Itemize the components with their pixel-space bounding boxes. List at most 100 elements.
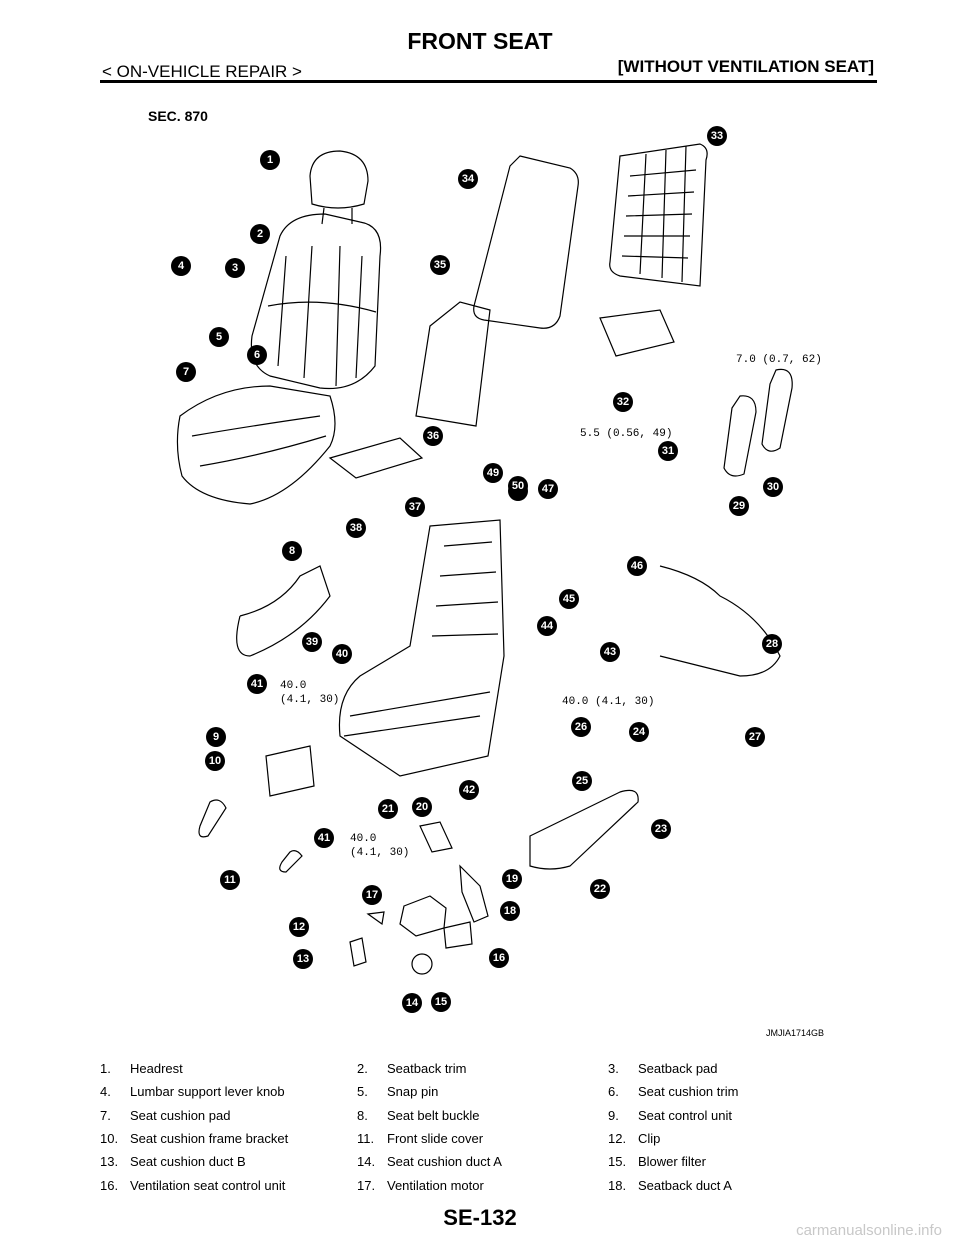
watermark: carmanualsonline.info: [796, 1222, 942, 1239]
back-frame-shape: [609, 143, 708, 287]
legend-item-name: Blower filter: [638, 1154, 706, 1170]
legend-item: 7.Seat cushion pad: [100, 1108, 357, 1123]
parts-legend: 1. Headrest 2. Seatback trim 3. Seatback pad 4…: [100, 1057, 870, 1197]
legend-item-name: Seatback trim: [387, 1061, 467, 1077]
control-unit-shape: [265, 745, 315, 797]
section-label: < ON-VEHICLE REPAIR >: [102, 62, 302, 81]
callout-17: 17: [362, 885, 382, 905]
callout-22: 22: [590, 879, 610, 899]
callout-47: 47: [538, 479, 558, 499]
legend-item-name: Seat control unit: [638, 1107, 732, 1123]
page-number: SE-132: [443, 1205, 517, 1230]
legend-item-name: Clip: [638, 1131, 661, 1147]
callout-27: 27: [745, 727, 765, 747]
legend-item: 8. Seat belt buckle: [357, 1108, 608, 1123]
legend-item-name: Seat cushion duct B: [130, 1154, 246, 1170]
legend-item-number: 18.: [608, 1177, 627, 1193]
callout-1: 1: [260, 150, 280, 170]
legend-item: 15. Blower filter: [608, 1154, 870, 1169]
callout-34: 34: [458, 169, 478, 189]
legend-item-number: 1.: [100, 1061, 111, 1077]
callout-6: 6: [247, 345, 267, 365]
legend-item: 17.Ventilation motor: [357, 1178, 608, 1193]
legend-item: 10. Seat cushion frame bracket: [100, 1131, 357, 1146]
callout-50: 50: [508, 476, 528, 496]
legend-item: 18. Seatback duct A: [608, 1178, 870, 1193]
legend-item-number: 10.: [100, 1131, 119, 1147]
callout-35: 35: [430, 255, 450, 275]
legend-item-number: 2.: [357, 1061, 368, 1077]
legend-item: 16.Ventilation seat control unit: [100, 1178, 357, 1193]
callout-36: 36: [423, 426, 443, 446]
legend-item: 14.Seat cushion duct A: [357, 1154, 608, 1169]
seatback-pad-shape: [415, 301, 491, 427]
torque-spec-41-lower: 40.0 (4.1, 30): [350, 833, 410, 859]
exploded-diagram: SEC. 870 7.0 (0.7, 62) 5.5 (0.56, 49) 40…: [100, 96, 840, 1046]
callout-4: 4: [171, 256, 191, 276]
legend-item-name: Seat cushion trim: [638, 1084, 739, 1100]
legend-item: 2. Seatback trim: [357, 1061, 608, 1076]
callout-14: 14: [402, 993, 422, 1013]
legend-item-name: Ventilation motor: [387, 1177, 484, 1193]
callout-16: 16: [489, 948, 509, 968]
legend-item-number: 11.: [357, 1131, 375, 1147]
legend-item-number: 3.: [608, 1061, 619, 1077]
seat-frame-shape: [338, 519, 505, 777]
legend-item-number: 15.: [608, 1154, 627, 1170]
callout-23: 23: [651, 819, 671, 839]
callout-5: 5: [209, 327, 229, 347]
legend-item-number: 9.: [608, 1107, 619, 1123]
callout-41: 41: [314, 828, 334, 848]
page-title: FRONT SEAT: [407, 28, 553, 54]
torque-spec-31: 5.5 (0.56, 49): [580, 428, 673, 440]
callout-15: 15: [431, 992, 451, 1012]
legend-item: 1. Headrest: [100, 1061, 357, 1076]
callout-29: 29: [729, 496, 749, 516]
callout-26: 26: [571, 717, 591, 737]
cushion-heater-shape: [328, 437, 424, 479]
callout-3: 3: [225, 258, 245, 278]
callout-11: 11: [220, 870, 240, 890]
torque-spec-41-upper: 40.0 (4.1, 30): [280, 680, 340, 706]
callout-43: 43: [600, 642, 620, 662]
legend-item: 13. Seat cushion duct B: [100, 1154, 357, 1169]
callout-39: 39: [302, 632, 322, 652]
legend-row: 13. Seat cushion duct B 14.Seat cushion du…: [100, 1150, 870, 1173]
legend-item-name: Seatback duct A: [638, 1177, 732, 1193]
legend-item-number: 8.: [357, 1107, 368, 1123]
section-code: SEC. 870: [148, 108, 208, 124]
legend-item-name: Seat belt buckle: [387, 1107, 480, 1123]
callout-46: 46: [627, 556, 647, 576]
header-rule: [100, 80, 877, 83]
legend-item-name: Seatback pad: [638, 1061, 718, 1077]
seatback-board-shape: [473, 155, 579, 329]
legend-item-name: Front slide cover: [387, 1131, 484, 1147]
callout-30: 30: [763, 477, 783, 497]
legend-item-name: Headrest: [130, 1061, 183, 1077]
callout-33: 33: [707, 126, 727, 146]
legend-item-name: Lumbar support lever knob: [130, 1084, 285, 1100]
legend-item-number: 5.: [357, 1084, 368, 1100]
variant-label: [WITHOUT VENTILATION SEAT]: [617, 57, 874, 76]
legend-item: 4. Lumbar support lever knob: [100, 1084, 357, 1099]
callout-40: 40: [332, 644, 352, 664]
legend-item-number: 13.: [100, 1154, 119, 1170]
legend-item-name: Seat cushion pad: [130, 1107, 231, 1123]
legend-item-number: 4.: [100, 1084, 111, 1100]
callout-9: 9: [206, 727, 226, 747]
legend-item-number: 12.: [608, 1131, 627, 1147]
lumbar-bracket-shape: [599, 309, 675, 357]
legend-item: 5.Snap pin: [357, 1084, 608, 1099]
callout-45: 45: [559, 589, 579, 609]
legend-item: 6. Seat cushion trim: [608, 1084, 870, 1099]
torque-spec-32: 7.0 (0.7, 62): [736, 354, 822, 366]
callout-37: 37: [405, 497, 425, 517]
legend-item-number: 6.: [608, 1084, 619, 1100]
callout-24: 24: [629, 722, 649, 742]
legend-item-number: 16.: [100, 1177, 119, 1193]
legend-item-name: Seat cushion frame bracket: [130, 1131, 289, 1147]
harness-shape: [659, 565, 781, 677]
callout-44: 44: [537, 616, 557, 636]
callout-13: 13: [293, 949, 313, 969]
